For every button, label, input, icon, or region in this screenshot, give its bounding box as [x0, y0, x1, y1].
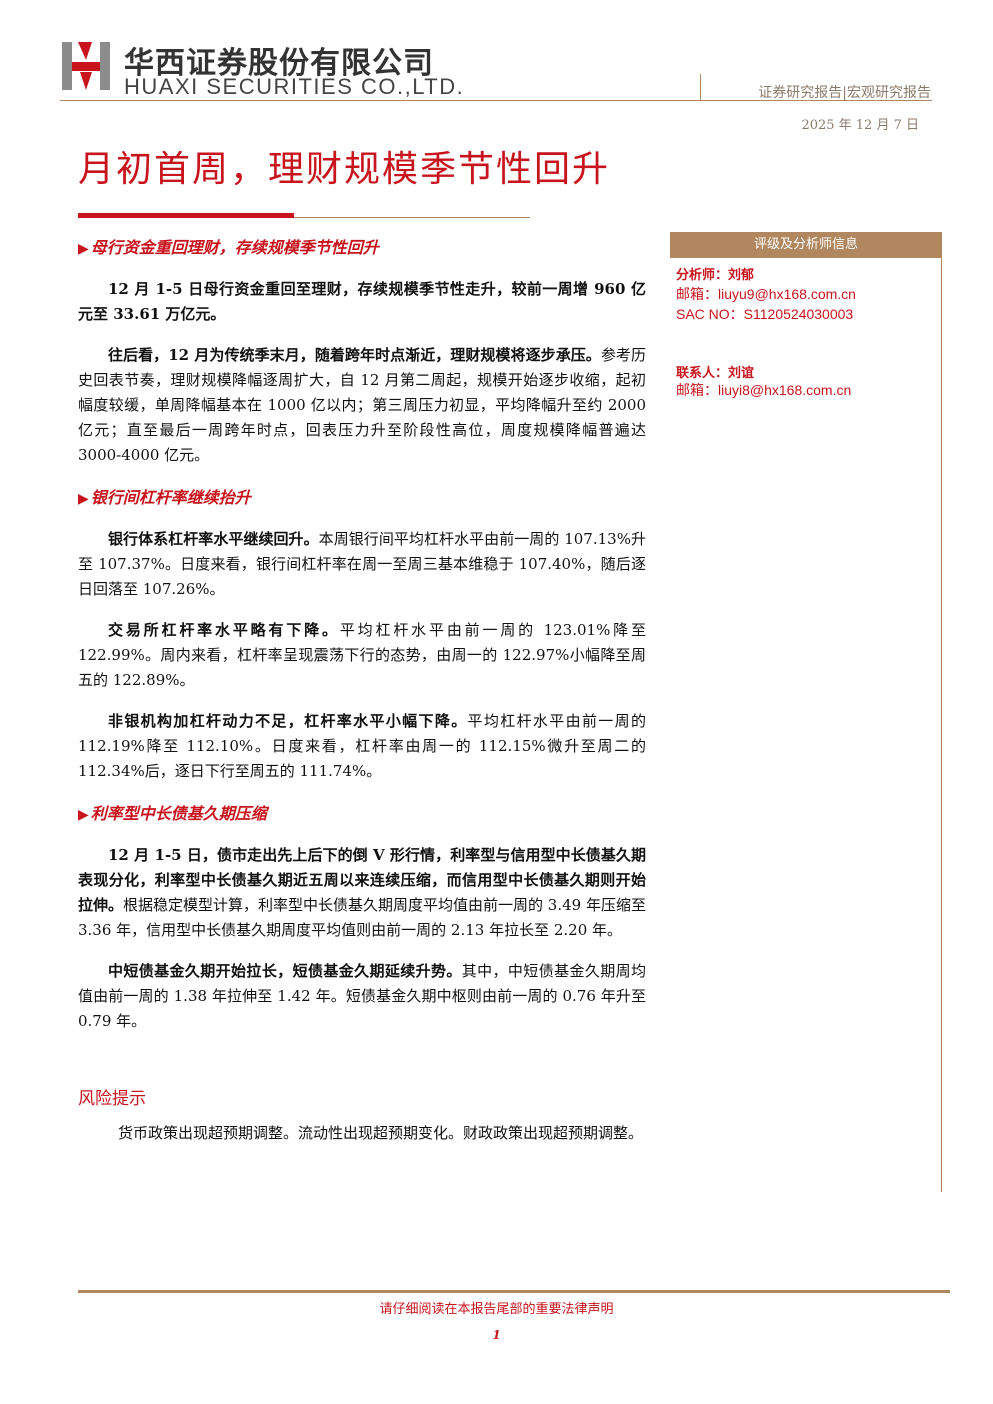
contact-name: 联系人：刘谊	[676, 366, 755, 381]
footer-rule	[78, 1290, 950, 1293]
main-content: ▶母行资金重回理财，存续规模季节性回升 12 月 1-5 日母行资金重回至理财，…	[78, 236, 646, 1034]
analyst-sidebar: 评级及分析师信息 分析师：刘郁 邮箱：liuyu9@hx168.com.cn S…	[670, 232, 942, 1192]
paragraph: 往后看，12 月为传统季末月，随着跨年时点渐近，理财规模将逐步承压。参考历史回表…	[78, 346, 646, 464]
header-divider	[700, 74, 701, 101]
paragraph: 交易所杠杆率水平略有下降。平均杠杆水平由前一周的 123.01%降至 122.9…	[78, 621, 646, 689]
company-name-cn: 华西证券股份有限公司	[124, 46, 434, 81]
analyst-name: 分析师：刘郁	[676, 268, 755, 283]
paragraph: 12 月 1-5 日，债市走出先上后下的倒 V 形行情，利率型与信用型中长债基久…	[78, 846, 646, 939]
report-type: 证券研究报告|宏观研究报告	[758, 85, 931, 101]
triangle-right-icon: ▶	[78, 491, 89, 507]
section-heading: ▶母行资金重回理财，存续规模季节性回升	[78, 238, 379, 257]
triangle-right-icon: ▶	[78, 807, 89, 823]
huaxi-logo-icon	[62, 42, 110, 90]
page-number: 1	[492, 1328, 501, 1342]
contact-email[interactable]: 邮箱：liuyi8@hx168.com.cn	[676, 382, 852, 398]
company-name-en: HUAXI SECURITIES CO.,LTD.	[124, 74, 465, 99]
paragraph: 12 月 1-5 日母行资金重回至理财，存续规模季节性走升，较前一周增 960 …	[78, 280, 646, 323]
analyst-email[interactable]: 邮箱：liuyu9@hx168.com.cn	[676, 286, 856, 302]
paragraph: 中短债基金久期开始拉长，短债基金久期延续升势。其中，中短债基金久期周均值由前一周…	[78, 962, 646, 1030]
title-underline-red	[78, 213, 294, 218]
header-rule	[60, 100, 932, 101]
page-title: 月初首周，理财规模季节性回升	[78, 149, 611, 190]
sidebar-heading: 评级及分析师信息	[670, 232, 942, 258]
section-heading: ▶银行间杠杆率继续抬升	[78, 488, 251, 507]
risk-text: 货币政策出现超预期调整。流动性出现超预期变化。财政政策出现超预期调整。	[118, 1124, 644, 1142]
triangle-right-icon: ▶	[78, 241, 89, 257]
risk-title: 风险提示	[78, 1089, 146, 1109]
section-heading: ▶利率型中长债基久期压缩	[78, 804, 267, 823]
title-underline-tan	[294, 217, 530, 218]
paragraph: 银行体系杠杆率水平继续回升。本周银行间平均杠杆水平由前一周的 107.13%升至…	[78, 530, 646, 598]
analyst-sac: SAC NO：S1120524030003	[676, 306, 854, 322]
paragraph: 非银机构加杠杆动力不足，杠杆率水平小幅下降。平均杠杆水平由前一周的 112.19…	[78, 712, 646, 780]
report-date: 2025 年 12 月 7 日	[801, 118, 919, 133]
footer-disclaimer: 请仔细阅读在本报告尾部的重要法律声明	[379, 1302, 614, 1317]
